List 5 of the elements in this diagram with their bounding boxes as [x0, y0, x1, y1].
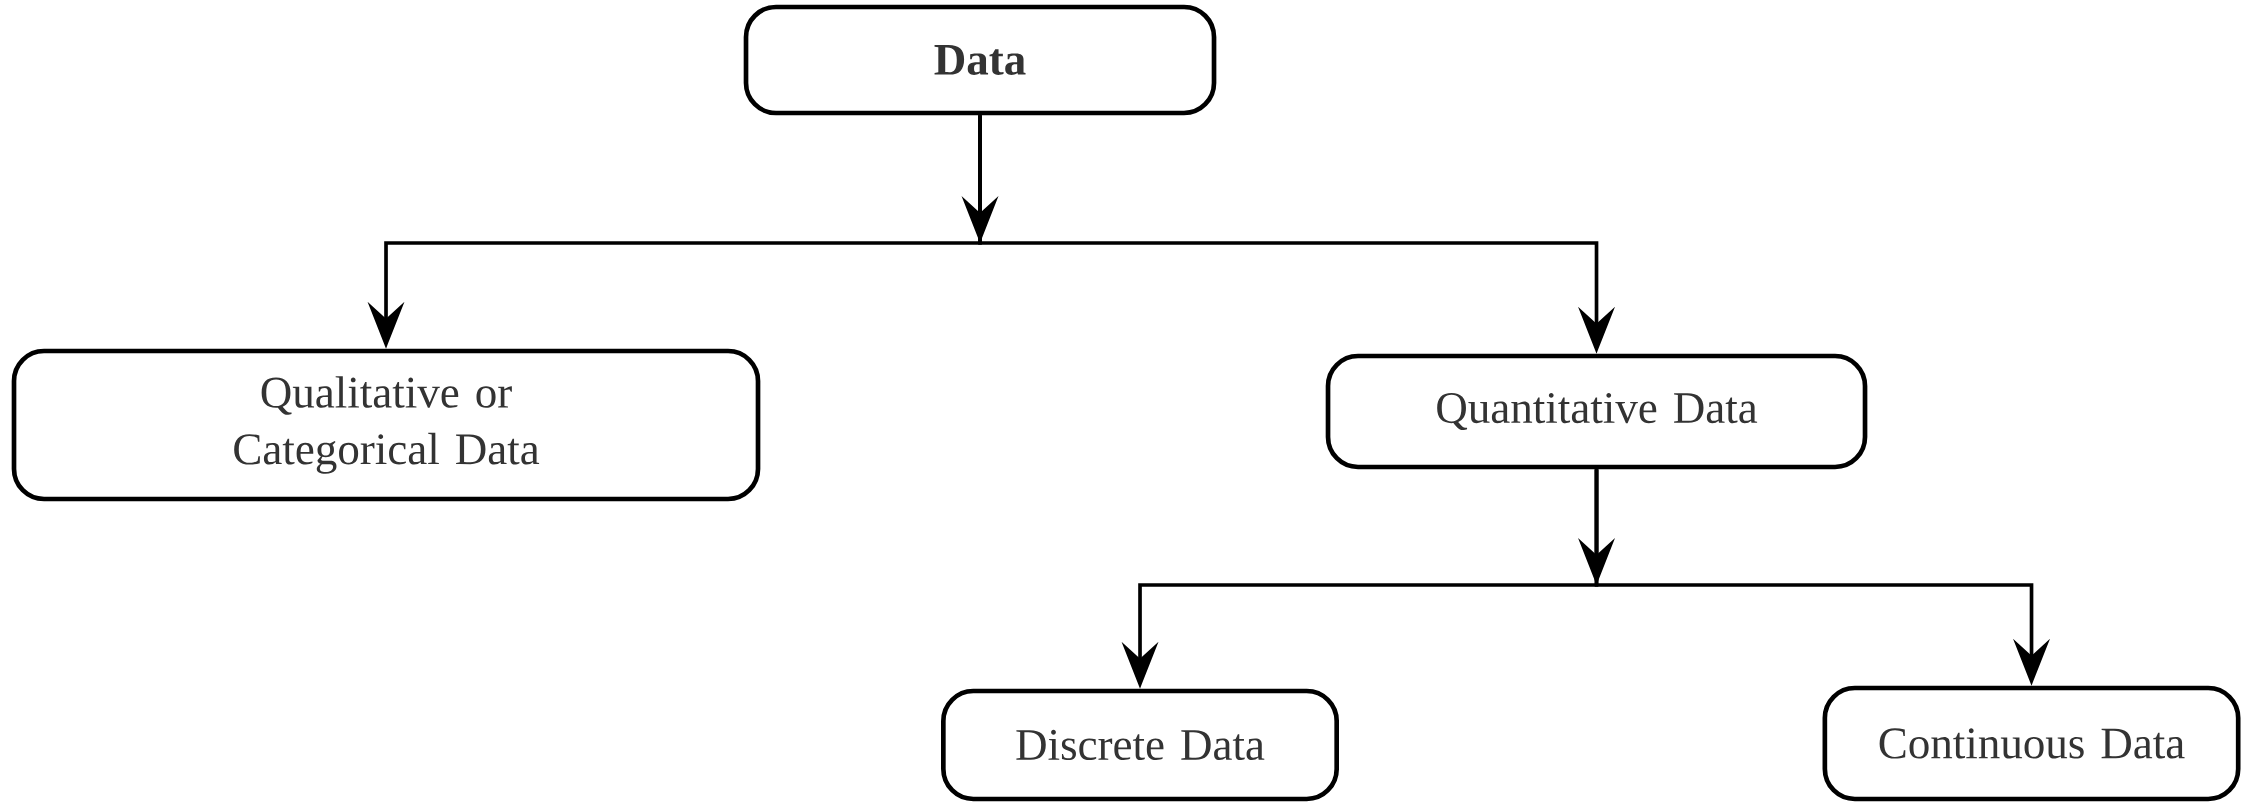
category-box: Data [743, 4, 1217, 116]
category-box: Quantitative Data [1325, 353, 1868, 470]
category-box: Discrete Data [941, 688, 1340, 802]
category-box: Qualitative or Categorical Data [11, 348, 761, 502]
category-box: Continuous Data [1822, 685, 2241, 802]
